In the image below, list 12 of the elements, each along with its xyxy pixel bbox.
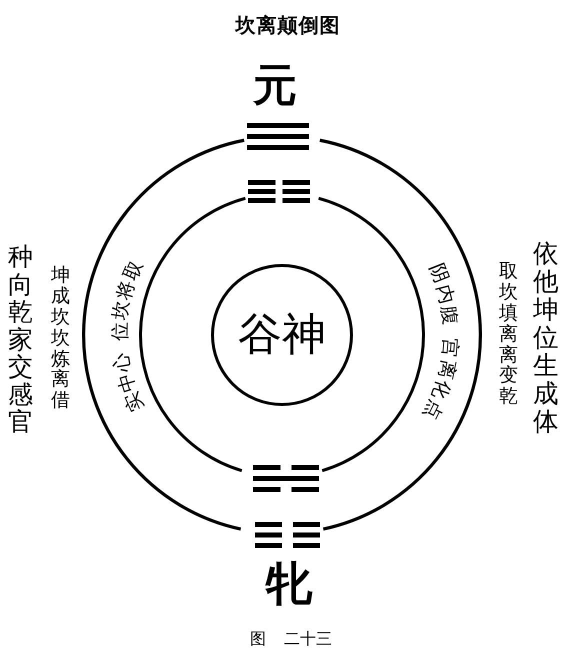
vertical-text: 取坎填离离变乾 bbox=[499, 262, 518, 408]
diagram-title: 坎离颠倒图 bbox=[236, 16, 340, 36]
arc-text: 点化离宫腹内阴 bbox=[420, 261, 460, 423]
arc-text: 取将坎位心中实 bbox=[110, 258, 148, 414]
top-character: 元 bbox=[253, 64, 297, 108]
figure-caption: 图 二十三 bbox=[250, 632, 332, 648]
vertical-text: 坤成坎坎炼离借 bbox=[51, 266, 70, 412]
vertical-text: 依他坤位生成体 bbox=[533, 240, 558, 436]
center-text: 谷神 bbox=[238, 313, 326, 357]
bottom-character: 牝 bbox=[266, 561, 312, 607]
vertical-text: 种向乾家交感官 bbox=[8, 244, 33, 436]
inner-circle bbox=[211, 264, 353, 406]
